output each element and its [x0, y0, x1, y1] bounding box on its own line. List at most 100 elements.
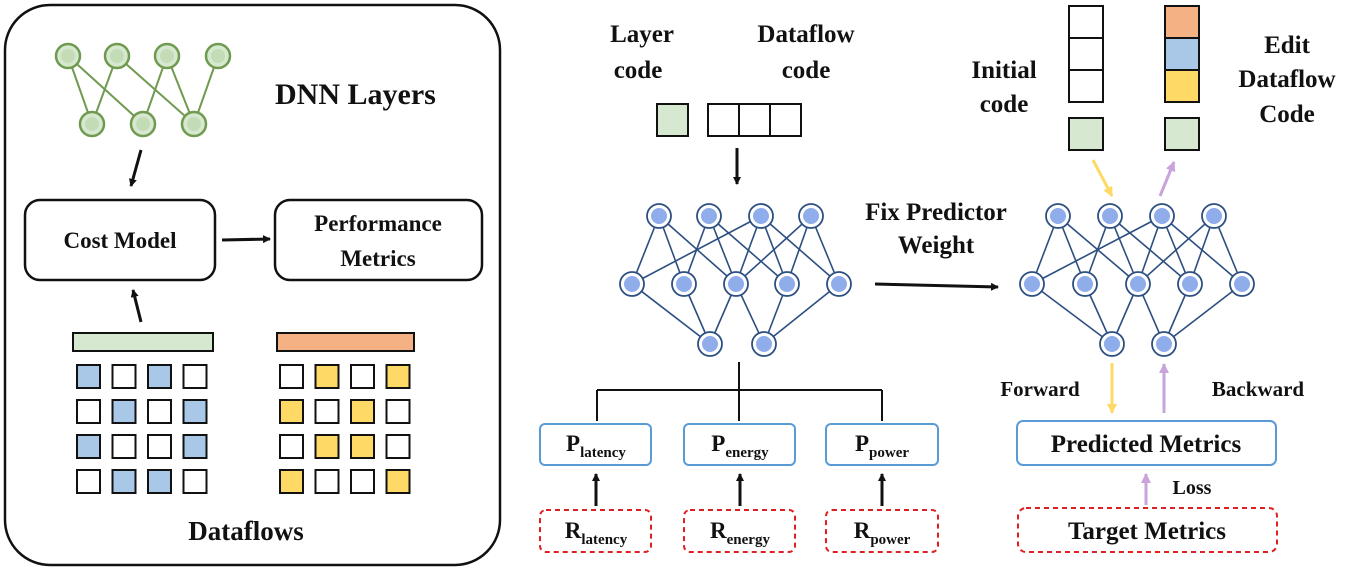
network-node-core: [702, 336, 718, 352]
arrow-costmodel-to-metrics: [221, 235, 271, 244]
dataflow-cell: [182, 364, 208, 389]
loss-label: Loss: [1173, 477, 1212, 499]
network-node-core: [728, 276, 744, 292]
dataflow-cell: [147, 364, 172, 389]
dataflows-label: Dataflows: [188, 516, 304, 546]
predicted-metrics-label: Predicted Metrics: [1051, 431, 1242, 458]
dataflow-cell: [147, 469, 172, 494]
svg-text:Ppower: Ppower: [855, 431, 909, 461]
network-node-core: [1130, 276, 1146, 292]
p-power-box: Ppower: [825, 423, 939, 466]
predicted-metrics-box: [1016, 420, 1277, 466]
dataflow-cell: [314, 469, 340, 494]
fix-predictor-weight-line2: Weight: [898, 232, 975, 259]
network-node-core: [136, 117, 150, 131]
network-node-core: [1182, 276, 1198, 292]
r-power-base: R: [854, 518, 871, 543]
r-power-sub: power: [870, 532, 910, 548]
r-energy-base: R: [710, 518, 727, 543]
r-power-box: Rpower: [825, 509, 939, 553]
network-node-core: [1156, 336, 1172, 352]
dataflow-cell: [279, 364, 304, 389]
network-node-core: [160, 49, 174, 63]
network-node-core: [651, 208, 667, 224]
arrow-fix-weight: [874, 282, 999, 291]
network-node-core: [1154, 208, 1170, 224]
network-node-core: [110, 49, 124, 63]
network-edge: [763, 283, 840, 345]
network-edge: [1031, 215, 1163, 285]
network-edge: [735, 215, 812, 285]
arrow-initial-code-forward: [1091, 159, 1114, 197]
dataflow-cell: [111, 434, 137, 459]
dataflow-cell: [182, 469, 208, 494]
dnn-layers-network: [54, 42, 232, 138]
cost-model-label: Cost Model: [63, 228, 176, 253]
network-edge: [631, 283, 711, 345]
svg-text:Rlatency: Rlatency: [565, 518, 628, 548]
svg-text:Renergy: Renergy: [710, 518, 770, 548]
dataflow-a-header-bar: [72, 332, 214, 352]
arrow-net-to-costmodel: [129, 149, 143, 187]
arrow-dataflows-to-costmodel: [130, 289, 143, 323]
p-energy-sub: energy: [725, 445, 769, 461]
initial-code-label-line2: code: [980, 91, 1029, 118]
predictor-output-tree: [596, 362, 883, 421]
p-power-sub: power: [869, 445, 909, 461]
svg-text:Rpower: Rpower: [854, 518, 911, 548]
dataflow-cell: [279, 399, 304, 424]
network-node-core: [61, 49, 75, 63]
r-energy-box: Renergy: [683, 509, 796, 553]
dataflow-cell: [111, 469, 137, 494]
backward-label: Backward: [1212, 377, 1304, 401]
initial-code-label-line1: Initial: [971, 57, 1036, 84]
network-node-core: [1234, 276, 1250, 292]
dataflow-cell: [350, 399, 375, 424]
network-node-core: [1102, 208, 1118, 224]
predictor-network: [619, 203, 852, 357]
dataflow-cell: [350, 434, 375, 459]
network-node-core: [85, 117, 99, 131]
p-latency-base: P: [566, 431, 580, 456]
left-panel-frame: [3, 3, 502, 567]
network-edge: [760, 215, 840, 285]
dataflow-cell: [350, 364, 375, 389]
forward-label: Forward: [1000, 377, 1080, 401]
dataflow-cell: [314, 364, 340, 389]
arrow-edit-code-backward: [1158, 161, 1176, 197]
performance-metrics-label-line1: Performance: [314, 211, 442, 236]
layer-code-label-line2: code: [614, 57, 663, 84]
dataflow-cell: [314, 399, 340, 424]
network-node-core: [831, 276, 847, 292]
network-node-core: [1024, 276, 1040, 292]
edit-dataflow-code-line1: Edit: [1264, 32, 1311, 59]
initial-layer-code-cell: [1068, 117, 1104, 151]
dataflow-code-cells: [707, 103, 802, 137]
p-energy-box: Penergy: [683, 423, 796, 466]
dataflow-cell: [76, 434, 101, 459]
dnn-layers-title: DNN Layers: [275, 78, 436, 111]
network-node-core: [1077, 276, 1093, 292]
dataflow-cell: [279, 434, 304, 459]
layer-code-label-line1: Layer: [610, 21, 674, 48]
dataflow-grid-b: [279, 364, 411, 494]
network-node-core: [187, 117, 201, 131]
p-power-base: P: [855, 431, 869, 456]
dataflow-cell: [147, 399, 172, 424]
dataflow-b-header-bar: [276, 332, 415, 352]
dataflow-cell: [350, 469, 375, 494]
network-node-core: [779, 276, 795, 292]
p-latency-sub: latency: [580, 445, 626, 461]
dataflow-grid-a: [76, 364, 208, 494]
dataflow-cell: [385, 469, 411, 494]
network-node-core: [1206, 208, 1222, 224]
dataflow-code-label-line1: Dataflow: [757, 21, 854, 48]
network-edge: [1163, 283, 1243, 345]
dataflow-cell: [182, 434, 208, 459]
p-energy-base: P: [711, 431, 725, 456]
p-latency-box: Platency: [539, 423, 652, 466]
dataflow-cell: [385, 399, 411, 424]
fix-predictor-weight-line1: Fix Predictor: [865, 199, 1007, 226]
dataflow-cell: [385, 434, 411, 459]
